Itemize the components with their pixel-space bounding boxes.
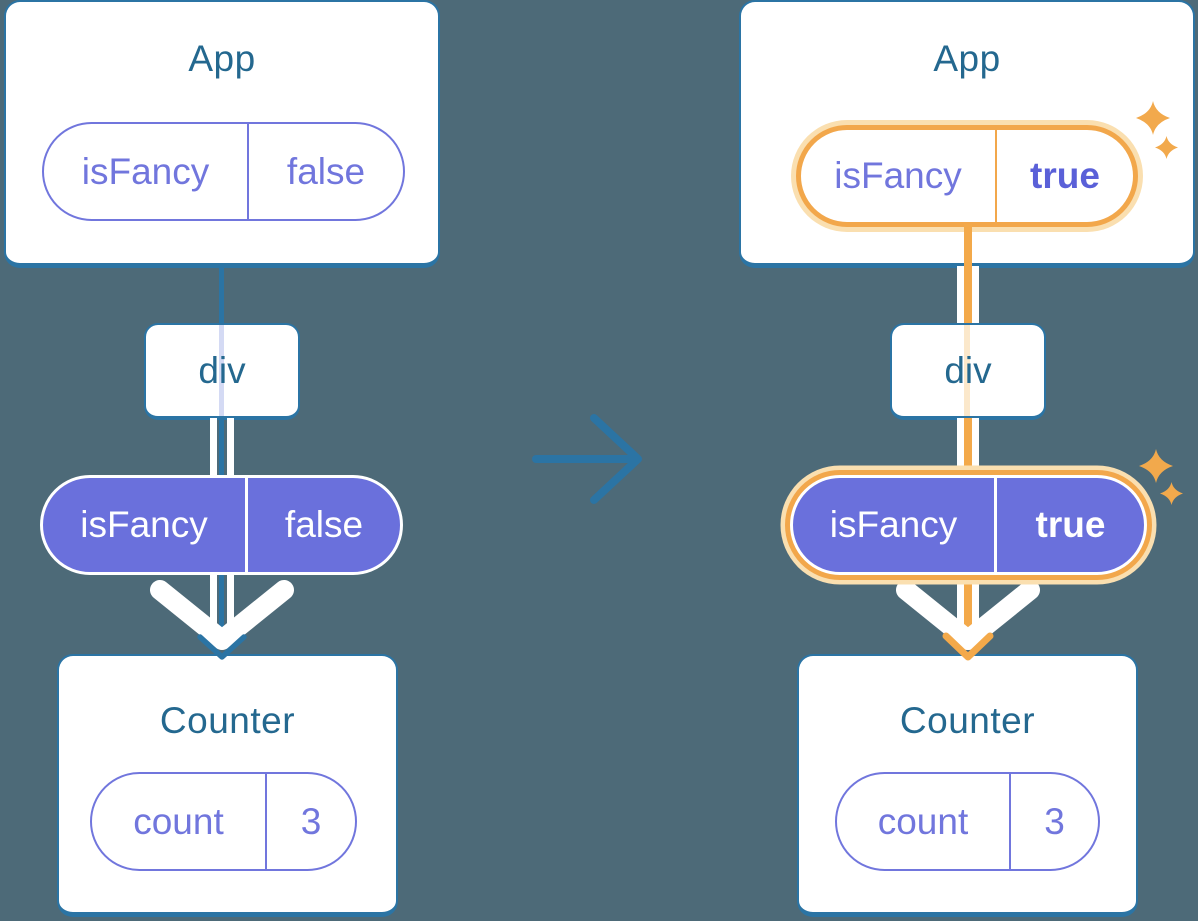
prop-value: false [286, 150, 366, 192]
component-title: Counter [899, 700, 1036, 741]
prop-name: isFancy [44, 124, 249, 219]
prop-flow-line-highlighted [964, 577, 972, 650]
prop-name: isFancy [43, 478, 248, 572]
prop-flow-line [219, 573, 224, 648]
prop-tunnel-wall [227, 418, 234, 477]
prop-tunnel-wall [957, 266, 964, 325]
prop-value: false [284, 504, 364, 545]
state-value: 3 [300, 800, 322, 842]
component-title: App [188, 38, 256, 79]
prop-flow-line [219, 418, 224, 477]
counter-card: Counter count 3 [797, 654, 1138, 917]
prop-tunnel-wall [972, 266, 979, 325]
state-pill: count 3 [90, 772, 357, 871]
prop-pass-through-line [218, 325, 224, 416]
div-node: div [144, 323, 300, 420]
prop-flow-line-highlighted [964, 418, 972, 473]
div-label: div [198, 350, 246, 391]
prop-tunnel-wall [957, 418, 964, 473]
sparkle-icon [1155, 136, 1178, 159]
chevron-down-icon [150, 580, 294, 650]
right-arrow-icon [532, 414, 642, 504]
prop-pass-through-line [964, 325, 970, 416]
sparkle-icon [1139, 449, 1173, 483]
arrowhead-down-icon [942, 632, 994, 661]
state-value: 3 [1044, 800, 1065, 842]
component-title: Counter [159, 700, 296, 741]
prop-flow-line-highlighted [964, 266, 972, 325]
passed-prop-pill-highlighted: isFancy true [790, 475, 1147, 575]
prop-flow-line-highlighted [964, 224, 972, 268]
state-name: count [837, 774, 1011, 869]
passed-prop-pill: isFancy false [40, 475, 403, 575]
prop-tunnel-wall [227, 573, 234, 642]
sparkle-icon [1136, 101, 1170, 135]
state-name: count [92, 774, 267, 869]
chevron-down-icon [896, 580, 1040, 650]
prop-pill: isFancy false [42, 122, 405, 221]
app-card: App isFancy false [4, 0, 440, 268]
prop-tunnel-wall [972, 418, 979, 473]
prop-value: true [1035, 504, 1106, 545]
sparkle-icon [1160, 482, 1183, 505]
state-pill: count 3 [835, 772, 1100, 871]
prop-flow-line [219, 266, 224, 325]
prop-name: isFancy [793, 478, 997, 572]
prop-tunnel-wall [210, 573, 217, 642]
div-label: div [944, 350, 992, 391]
prop-name: isFancy [801, 130, 997, 222]
prop-tunnel-wall [972, 577, 979, 642]
arrowhead-down-icon [197, 634, 247, 660]
prop-pill-highlighted: isFancy true [796, 125, 1138, 227]
prop-tunnel-wall [957, 577, 964, 642]
prop-tunnel-wall [210, 418, 217, 477]
counter-card: Counter count 3 [57, 654, 398, 917]
component-title: App [933, 38, 1001, 79]
prop-value: true [1030, 155, 1100, 196]
div-node: div [890, 323, 1046, 420]
